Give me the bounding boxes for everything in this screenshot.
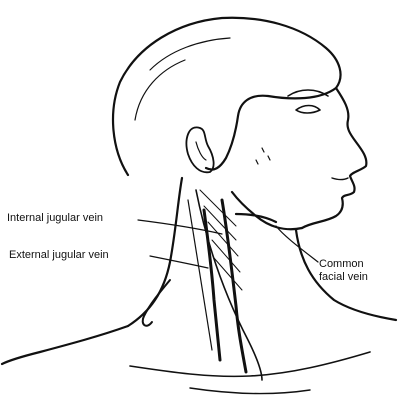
hair-outline <box>113 18 340 175</box>
mouth <box>332 178 348 180</box>
collar <box>130 352 370 376</box>
common-facial-vein <box>236 214 276 222</box>
neck-back <box>128 178 182 326</box>
internal-jugular-vein <box>222 200 246 372</box>
vessel-hatch <box>200 190 242 290</box>
leader-external <box>150 256 208 268</box>
eye <box>296 106 320 114</box>
clavicle <box>190 388 310 394</box>
leader-internal <box>138 220 222 234</box>
ear <box>187 127 214 172</box>
face-profile <box>302 88 366 228</box>
side-vein <box>143 280 170 326</box>
ear-inner <box>196 142 206 160</box>
label-internal-jugular-vein: Internal jugular vein <box>7 212 103 224</box>
cheek-stipple <box>256 148 270 164</box>
hair-strand-2 <box>135 60 185 120</box>
label-common-facial-vein-line1: Common <box>319 258 364 270</box>
shoulder-left <box>2 326 128 364</box>
hair-strand <box>150 38 230 70</box>
jaw-line <box>232 192 302 229</box>
label-common-facial-vein-line2: facial vein <box>319 271 368 283</box>
label-external-jugular-vein: External jugular vein <box>9 249 109 261</box>
